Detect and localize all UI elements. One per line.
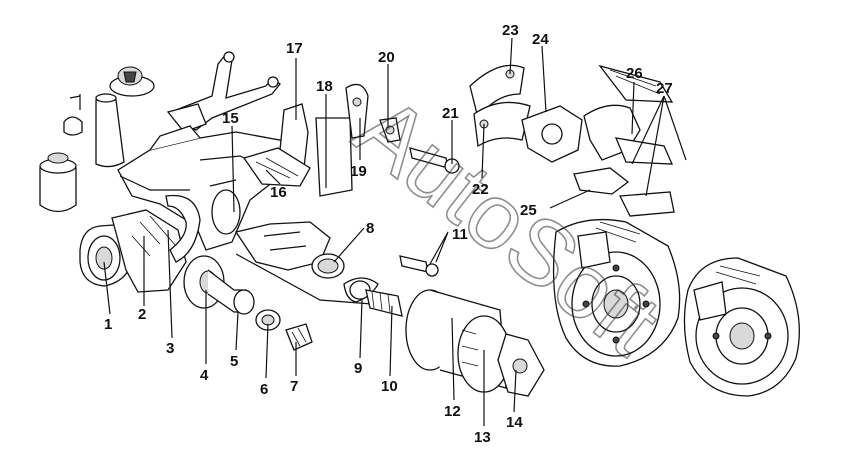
callout-20: 20 (378, 49, 395, 66)
callout-21: 21 (442, 105, 459, 122)
backing-plate-part (469, 64, 531, 148)
callout-6: 6 (260, 381, 268, 398)
callout-22: 22 (472, 181, 489, 198)
callout-7: 7 (290, 378, 298, 395)
callout-10: 10 (381, 378, 398, 395)
callout-16: 16 (270, 184, 287, 201)
filter-canister-part (39, 66, 155, 213)
callout-labels: 1 2 3 4 5 6 7 8 9 10 11 12 13 14 15 16 1… (104, 22, 673, 446)
planetary-drum-part (405, 289, 545, 397)
brake-disc-front-part (552, 218, 681, 367)
drive-shaft-part (365, 289, 403, 317)
suspension-arm-part (166, 51, 281, 133)
hub-assembly-part (79, 194, 201, 293)
callout-9: 9 (354, 360, 362, 377)
callout-25: 25 (520, 202, 537, 219)
brake-pad-part (573, 137, 675, 217)
callout-2: 2 (138, 306, 146, 323)
callout-23: 23 (502, 22, 519, 39)
callout-24: 24 (532, 31, 549, 48)
callout-12: 12 (444, 403, 461, 420)
leader-lines (103, 37, 687, 426)
callout-15: 15 (222, 110, 239, 127)
callout-17: 17 (286, 40, 303, 57)
callout-5: 5 (230, 353, 238, 370)
callout-19: 19 (350, 163, 367, 180)
callout-26: 26 (626, 65, 643, 82)
callout-14: 14 (506, 414, 523, 431)
brake-disc-rear-part (683, 257, 800, 397)
callout-13: 13 (474, 429, 491, 446)
callout-27: 27 (656, 80, 673, 97)
pin-part (399, 255, 439, 277)
callout-3: 3 (166, 340, 174, 357)
callout-18: 18 (316, 78, 333, 95)
bearing-set-part (183, 255, 313, 351)
callout-1: 1 (104, 316, 112, 333)
bolt-part (379, 117, 460, 174)
bracket-part (242, 83, 369, 197)
callout-8: 8 (366, 220, 374, 237)
callout-4: 4 (200, 367, 209, 384)
callout-11: 11 (452, 226, 468, 243)
